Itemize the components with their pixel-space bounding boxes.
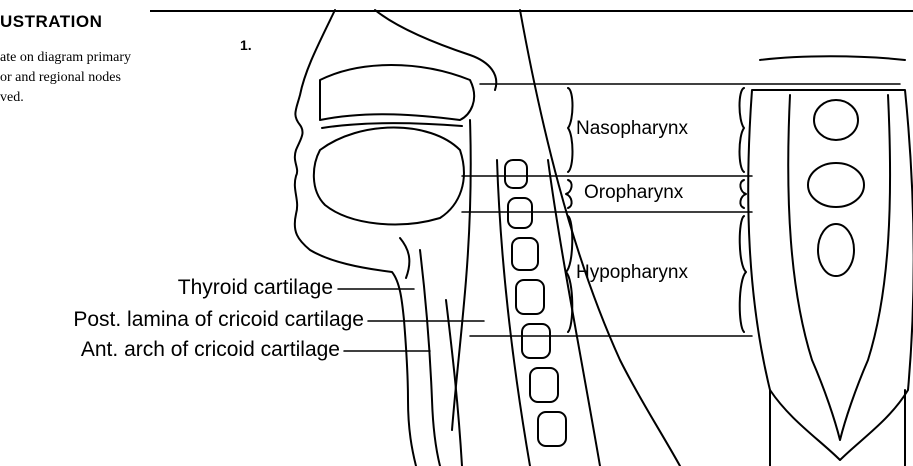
nasopharynx-left-brace bbox=[568, 88, 573, 172]
head-profile-outline bbox=[295, 10, 416, 466]
hypopharynx-right-brace bbox=[740, 216, 746, 332]
nasal-cavity bbox=[320, 65, 474, 120]
trachea bbox=[446, 300, 462, 466]
neck-back-outline bbox=[520, 10, 680, 466]
laryngeal-inlet bbox=[818, 224, 854, 276]
label-thyroid-cartilage: Thyroid cartilage bbox=[178, 276, 333, 300]
nasopharynx-right-brace bbox=[740, 88, 745, 172]
oropharynx-left-brace bbox=[566, 180, 572, 208]
cervical-spine bbox=[505, 160, 566, 446]
region-label-oropharynx: Oropharynx bbox=[584, 182, 683, 204]
tongue-outline bbox=[314, 128, 464, 225]
posterior-pharynx-top bbox=[760, 56, 905, 60]
epiglottis bbox=[400, 238, 409, 278]
label-post-lamina-cricoid: Post. lamina of cricoid cartilage bbox=[73, 308, 364, 332]
hypopharynx-left-brace bbox=[566, 216, 572, 332]
region-label-hypopharynx: Hypopharynx bbox=[576, 262, 688, 284]
oropharynx-right-brace bbox=[740, 180, 746, 208]
larynx-tube bbox=[420, 250, 440, 466]
skull-base-curve bbox=[375, 10, 496, 90]
uvula-region bbox=[808, 163, 864, 207]
choanae bbox=[814, 100, 858, 140]
spine-posterior-line bbox=[548, 160, 600, 466]
posterior-pharynx-inner bbox=[788, 95, 890, 440]
region-label-nasopharynx: Nasopharynx bbox=[576, 118, 688, 140]
label-ant-arch-cricoid: Ant. arch of cricoid cartilage bbox=[81, 338, 340, 362]
